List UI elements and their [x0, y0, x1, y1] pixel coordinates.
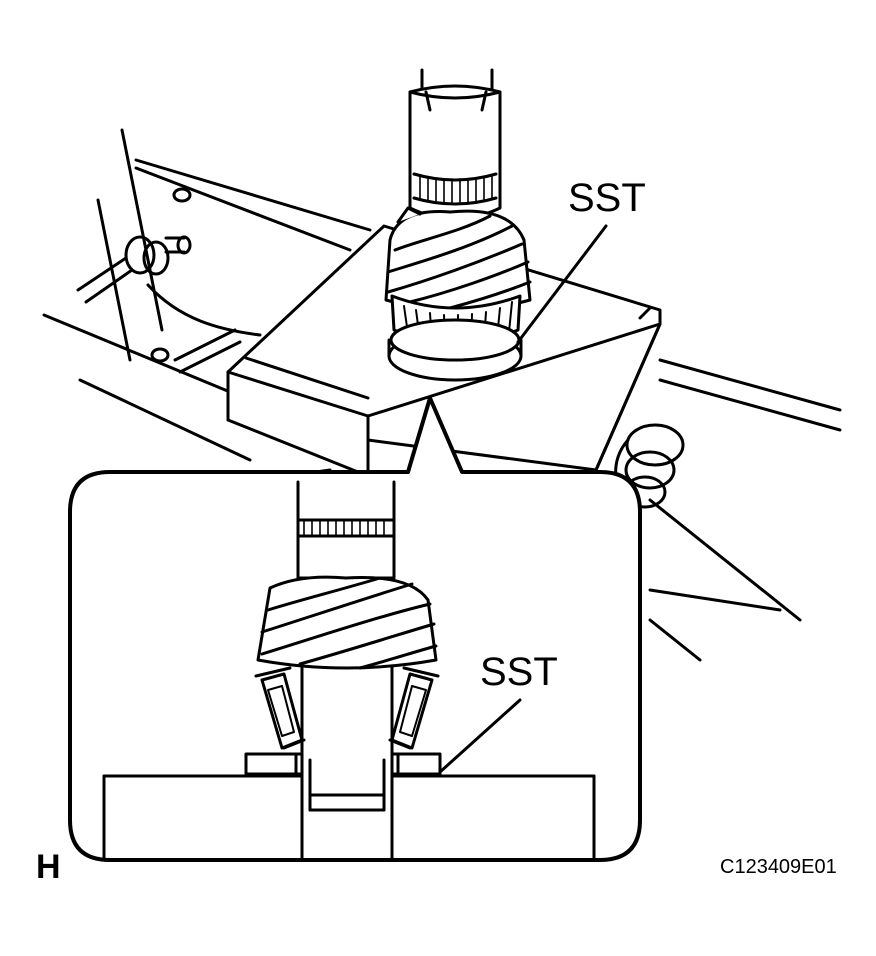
side-shaft [76, 187, 262, 374]
inset-bearing-right [388, 666, 440, 750]
inset-base-block [102, 774, 596, 862]
inset-bearing-left [254, 666, 306, 750]
panel-letter: H [36, 848, 61, 886]
inset-pinion-gear [256, 575, 438, 670]
sst-label-inset: SST [480, 650, 558, 694]
figure-code: C123409E01 [720, 856, 837, 878]
pinion-gear [384, 206, 532, 312]
press-frame [42, 128, 842, 662]
sst-leader-top [516, 224, 608, 344]
press-ram [408, 68, 502, 221]
inset-sst-plates [244, 752, 442, 776]
sst-leader-inset [438, 698, 522, 774]
sst-label-top: SST [568, 176, 646, 220]
sst-plate-top [387, 318, 523, 382]
